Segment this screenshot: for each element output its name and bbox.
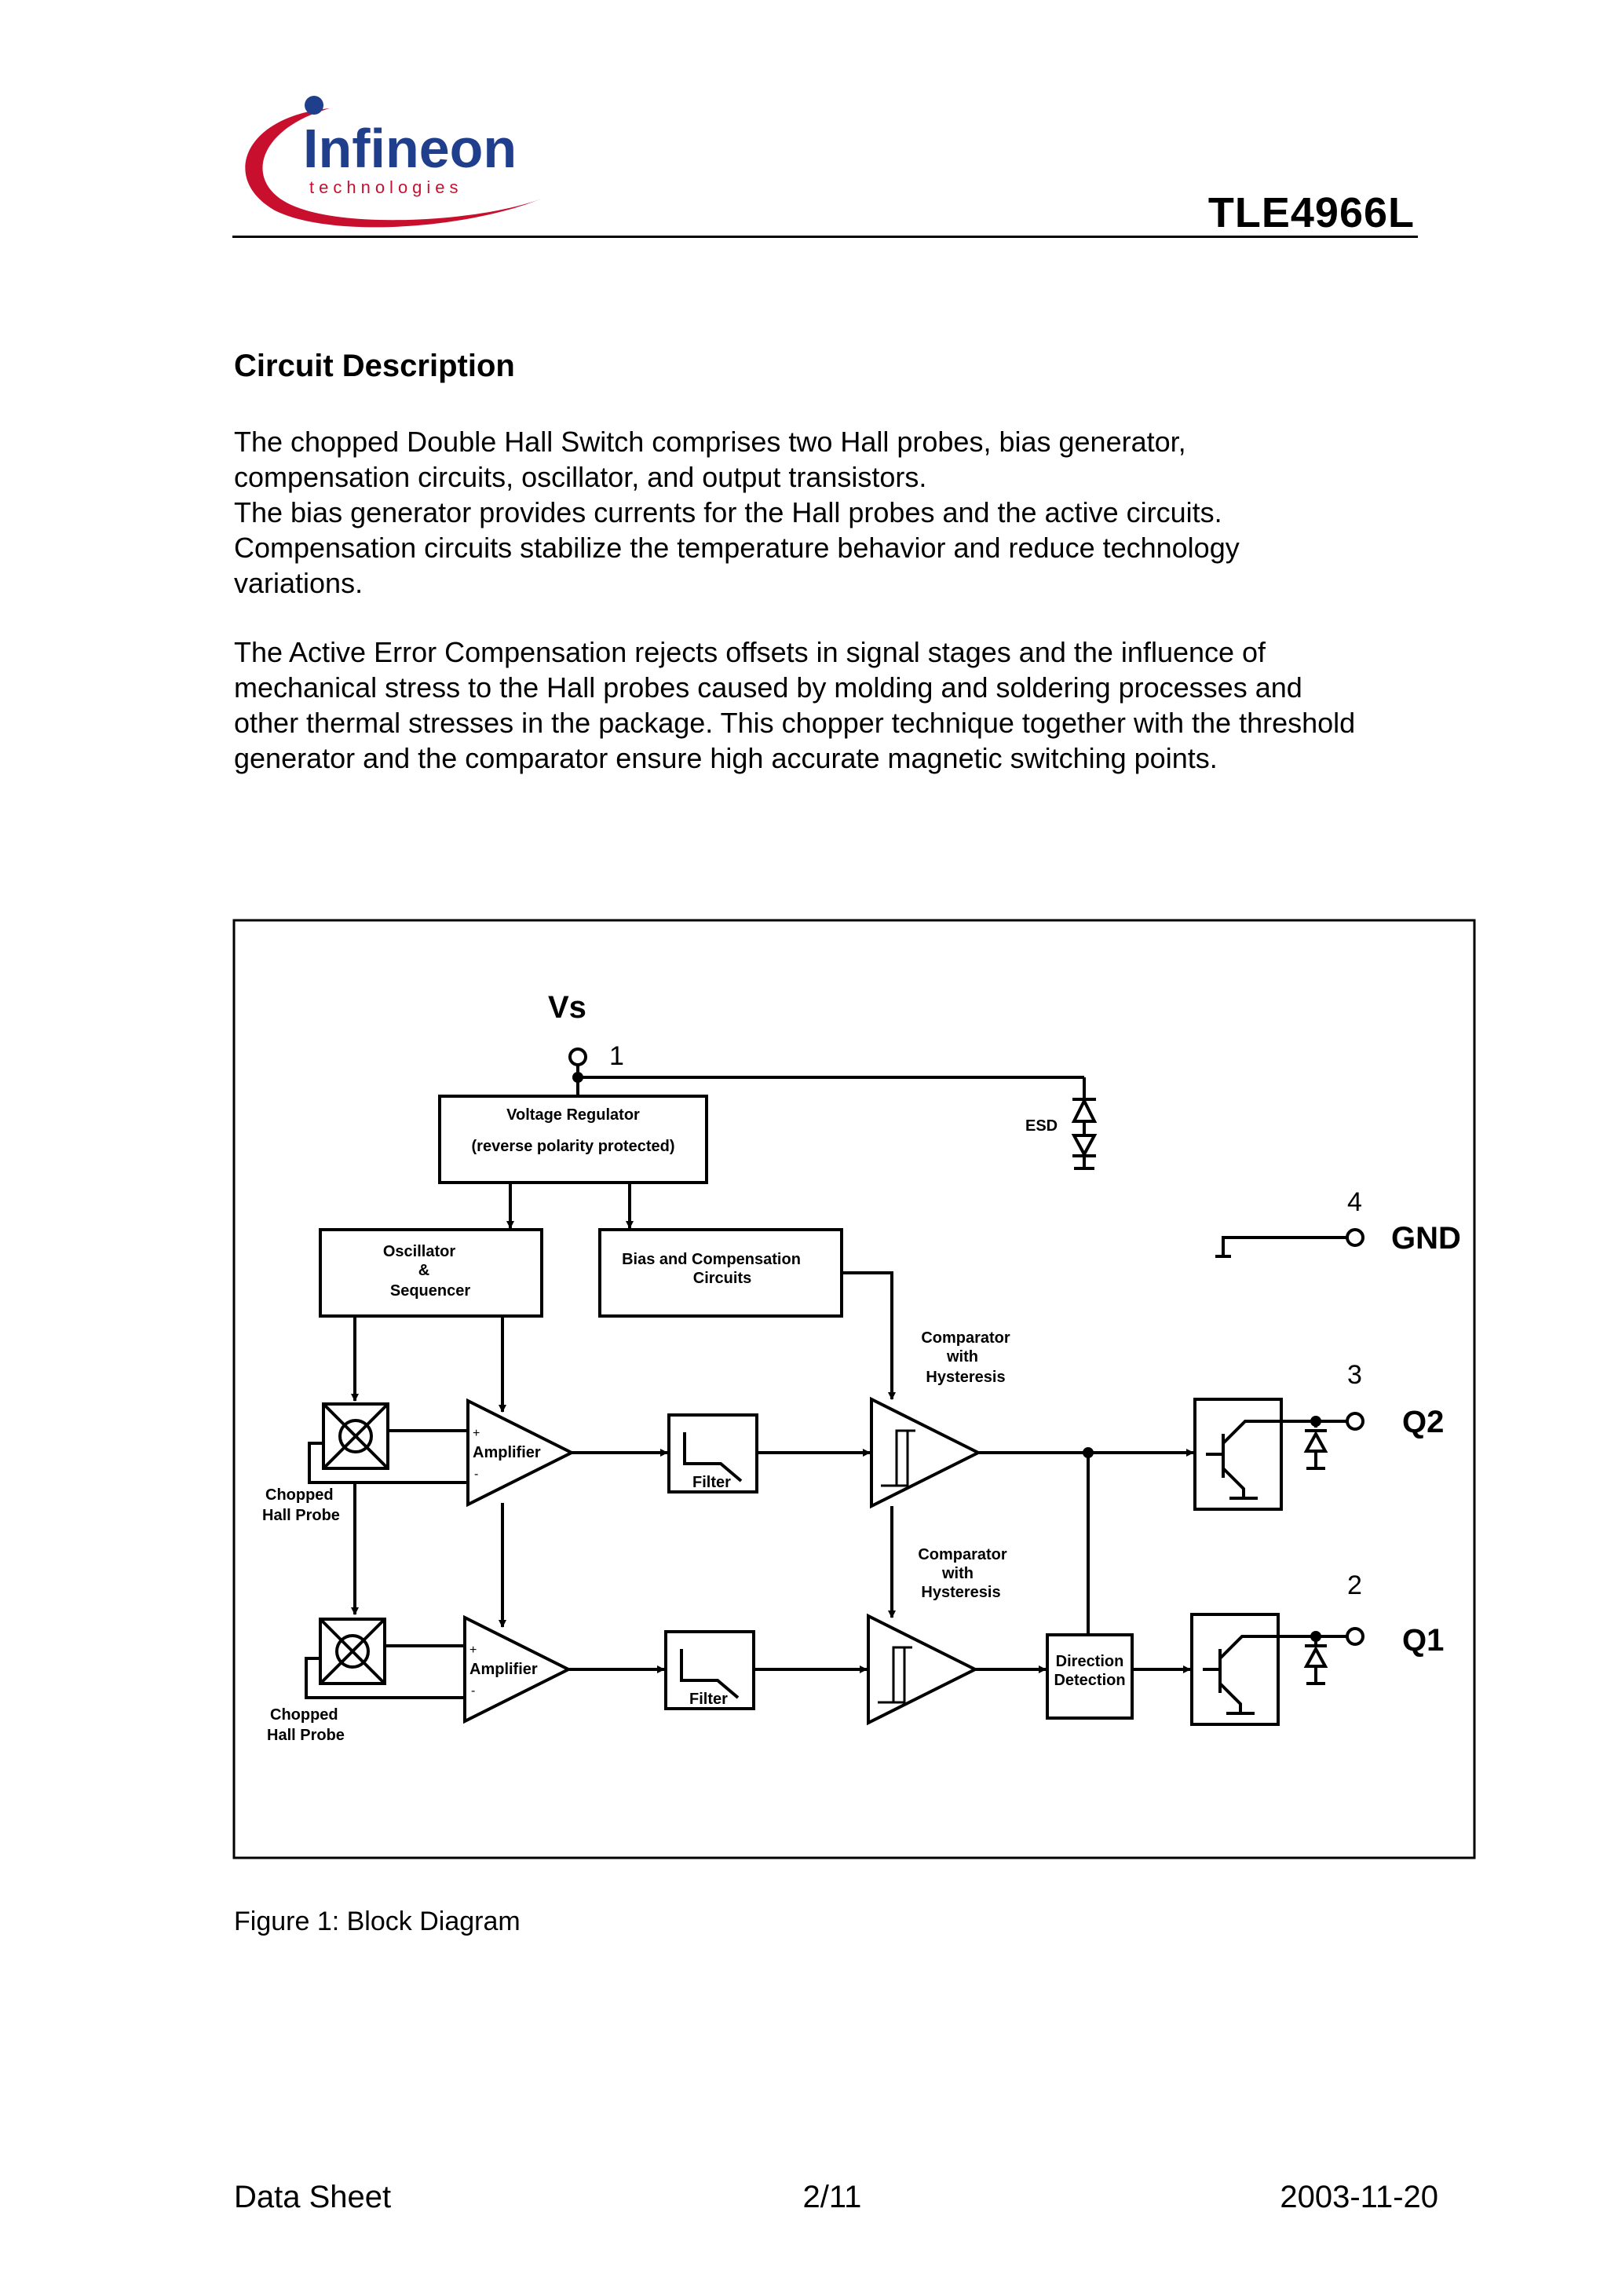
hall-bottom-label: Chopped: [270, 1706, 338, 1724]
section-heading: Circuit Description: [234, 349, 515, 383]
amplifier-bottom-label: Amplifier: [469, 1661, 538, 1678]
direction-label: Direction: [1056, 1653, 1124, 1670]
comparator-top-with: with: [946, 1348, 978, 1366]
diagram-frame: [232, 919, 1476, 1859]
paragraph-line: variations.: [234, 567, 363, 599]
oscillator-amp-label: &: [418, 1262, 429, 1279]
comparator-top-label: Comparator: [921, 1329, 1010, 1347]
comparator-bottom: [867, 1613, 979, 1726]
amp-bottom-plus: +: [469, 1643, 477, 1657]
sequencer-label: Sequencer: [390, 1282, 470, 1300]
amp-top-minus: -: [474, 1468, 478, 1481]
pin1-terminal: [568, 1047, 587, 1066]
paragraph-line: compensation circuits, oscillator, and o…: [234, 461, 927, 493]
pin3-label: 3: [1347, 1360, 1362, 1390]
block-diagram: Vs ESD Voltage Regulator (reverse polari…: [232, 919, 1476, 1859]
comparator-top: [870, 1396, 982, 1509]
comparator-top-hysteresis: Hysteresis: [926, 1369, 1005, 1386]
paragraph-1: The chopped Double Hall Switch comprises…: [234, 424, 1459, 601]
direction-detection-block: [1046, 1633, 1134, 1720]
hall-top-probe-label: Hall Probe: [262, 1507, 340, 1524]
document-title: TLE4966L: [1207, 189, 1415, 236]
hall-bottom-probe-label: Hall Probe: [267, 1727, 345, 1744]
filter-top-label: Filter: [692, 1474, 731, 1491]
logo-tagline-text: technologies: [309, 177, 463, 197]
comparator-bottom-label: Comparator: [918, 1546, 1007, 1563]
paragraph-line: other thermal stresses in the package. T…: [234, 707, 1356, 739]
amp-top-plus: +: [473, 1427, 480, 1440]
pin1-label: 1: [609, 1041, 624, 1071]
paragraph-line: mechanical stress to the Hall probes cau…: [234, 671, 1302, 704]
paragraph-line: The Active Error Compensation rejects of…: [234, 636, 1266, 668]
vs-label: Vs: [548, 990, 586, 1025]
hall-probe-bottom: [319, 1618, 386, 1685]
hall-top-label: Chopped: [265, 1486, 334, 1504]
gnd-terminal: [1346, 1228, 1364, 1247]
logo-brand-text: Infineon: [303, 118, 517, 179]
comparator-bottom-hysteresis: Hysteresis: [921, 1584, 1000, 1601]
q1-terminal: [1346, 1627, 1364, 1646]
oscillator-block: [319, 1228, 543, 1318]
q2-terminal: [1346, 1412, 1364, 1431]
output-transistor-q1: [1190, 1613, 1280, 1726]
footer-date: 2003-11-20: [1280, 2180, 1438, 2214]
oscillator-label: Oscillator: [383, 1243, 455, 1260]
regulator-label: Voltage Regulator: [506, 1106, 640, 1124]
paragraph-2: The Active Error Compensation rejects of…: [234, 634, 1459, 776]
amplifier-bottom: [463, 1614, 572, 1724]
q2-label: Q2: [1402, 1405, 1444, 1439]
bias-circuits-label: Circuits: [693, 1270, 751, 1287]
q1-label: Q1: [1402, 1623, 1444, 1658]
footer-doc-type: Data Sheet: [234, 2180, 392, 2214]
comparator-bottom-with: with: [941, 1565, 974, 1582]
amplifier-top-label: Amplifier: [473, 1444, 541, 1461]
paragraph-line: The chopped Double Hall Switch comprises…: [234, 426, 1186, 458]
figure-caption: Figure 1: Block Diagram: [234, 1907, 521, 1936]
output-transistor-q2: [1193, 1398, 1283, 1511]
filter-bottom-label: Filter: [689, 1691, 728, 1708]
pin4-label: 4: [1347, 1187, 1362, 1217]
esd-label: ESD: [1025, 1117, 1058, 1135]
infineon-logo: Infineon technologies: [245, 96, 542, 228]
header-rule: [232, 236, 1418, 238]
pin2-label: 2: [1347, 1570, 1362, 1600]
bias-label: Bias and Compensation: [622, 1251, 801, 1268]
amplifier-top: [466, 1398, 575, 1508]
amp-bottom-minus: -: [471, 1684, 475, 1698]
paragraph-line: The bias generator provides currents for…: [234, 496, 1222, 528]
paragraph-line: generator and the comparator ensure high…: [234, 742, 1218, 774]
gnd-label: GND: [1391, 1221, 1461, 1256]
detection-label: Detection: [1054, 1672, 1125, 1689]
voltage-regulator-block: [438, 1095, 708, 1184]
paragraph-line: Compensation circuits stabilize the temp…: [234, 532, 1240, 564]
hall-probe-top: [322, 1402, 389, 1470]
regulator-sublabel: (reverse polarity protected): [472, 1138, 675, 1155]
footer-page-number: 2/11: [802, 2180, 862, 2214]
